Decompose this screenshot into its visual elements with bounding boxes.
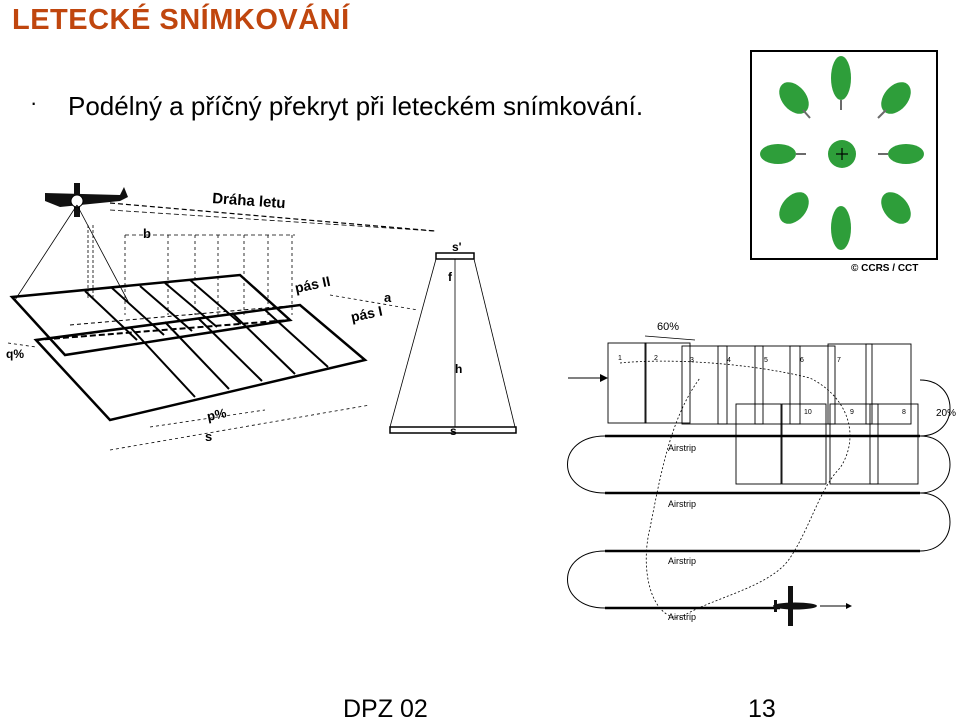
label-b: b xyxy=(143,226,151,241)
airplane-icon xyxy=(773,586,817,626)
bullet-marker: · xyxy=(30,90,38,115)
overlap-diagram: Dráha letu b pás II a xyxy=(6,183,517,451)
svg-text:8: 8 xyxy=(902,409,906,416)
svg-text:Airstrip: Airstrip xyxy=(668,612,696,622)
label-overlap-20: 20% xyxy=(936,408,956,419)
footer-course-label: DPZ 02 xyxy=(343,695,428,723)
svg-text:Airstrip: Airstrip xyxy=(668,556,696,566)
flight-path-label: Dráha letu xyxy=(212,190,286,212)
label-a: a xyxy=(384,290,392,305)
svg-text:10: 10 xyxy=(804,409,812,416)
svg-text:6: 6 xyxy=(800,357,804,364)
label-s-ground: s xyxy=(450,424,457,438)
svg-text:2: 2 xyxy=(654,355,658,362)
airstrip-labels: Airstrip Airstrip Airstrip Airstrip xyxy=(668,443,696,622)
label-f: f xyxy=(448,270,453,284)
tree-relief-image: © CCRS / CCT xyxy=(750,50,938,274)
svg-text:1: 1 xyxy=(618,355,622,362)
strip-one xyxy=(33,303,368,422)
svg-text:9: 9 xyxy=(850,409,854,416)
frame-numbers-bottom: 10 9 8 xyxy=(804,409,906,416)
flight-plan-diagram: 60% 1 2 3 4 5 6 7 10 9 8 20% xyxy=(567,321,956,626)
label-strip-one: pás I xyxy=(349,303,384,325)
label-s-prime: s' xyxy=(452,240,462,254)
label-h: h xyxy=(455,362,462,376)
frame-numbers-top: 1 2 3 4 5 6 7 xyxy=(618,355,841,364)
strip-two xyxy=(9,273,293,357)
svg-text:4: 4 xyxy=(727,357,731,364)
slide-title: LETECKÉ SNÍMKOVÁNÍ xyxy=(12,4,350,36)
airplane-icon xyxy=(45,183,128,217)
svg-text:7: 7 xyxy=(837,357,841,364)
footer-page-number: 13 xyxy=(748,695,776,723)
label-q: q% xyxy=(6,347,24,361)
label-overlap-60: 60% xyxy=(657,321,679,333)
flight-path-line xyxy=(109,202,436,232)
bullet-text: Podélný a příčný překryt při leteckém sn… xyxy=(68,91,644,121)
label-strip-two: pás II xyxy=(293,273,331,296)
svg-text:5: 5 xyxy=(764,357,768,364)
credit-text: © CCRS / CCT xyxy=(851,263,918,274)
svg-text:Airstrip: Airstrip xyxy=(668,499,696,509)
label-p: p% xyxy=(206,405,229,424)
ground-plane xyxy=(389,426,517,434)
label-s: s xyxy=(205,429,212,444)
svg-text:Airstrip: Airstrip xyxy=(668,443,696,453)
svg-text:3: 3 xyxy=(690,357,694,364)
